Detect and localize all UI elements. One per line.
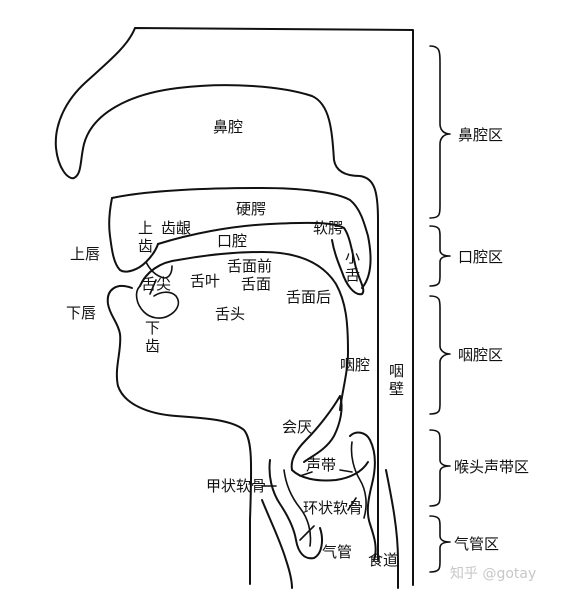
tongue-surface-outline xyxy=(139,251,349,411)
label-tongue-tip: 舌尖 xyxy=(141,275,171,293)
region-label-oral: 口腔区 xyxy=(458,248,503,266)
tongue-tip-pointer xyxy=(149,279,157,295)
palate-upper-outline xyxy=(111,187,372,289)
cricoid-pointer xyxy=(299,525,315,541)
label-uvula-2: 舌 xyxy=(345,266,360,284)
label-upper-lip: 上唇 xyxy=(70,245,100,263)
label-lower-teeth-2: 齿 xyxy=(145,337,160,355)
brace-nasal-region xyxy=(429,45,451,219)
label-oral-cavity: 口腔 xyxy=(217,232,247,250)
lower-lip-outline xyxy=(106,285,253,585)
watermark-text: 知乎 @gotay xyxy=(450,565,536,582)
brace-pharynx-region xyxy=(429,295,451,415)
label-nasal-cavity: 鼻腔 xyxy=(213,118,243,136)
region-braces xyxy=(429,45,451,573)
label-pharyngeal-wall-1: 咽 xyxy=(389,362,404,380)
vocal-cords-arrow xyxy=(339,469,353,473)
label-cricoid-cartilage: 环状软骨 xyxy=(303,499,363,517)
label-tongue-back: 舌面后 xyxy=(286,288,331,306)
region-labels: 鼻腔区 口腔区 咽腔区 喉头声带区 气管区 xyxy=(454,126,529,553)
trachea-wall-outline xyxy=(261,499,293,589)
label-epiglottis: 会厌 xyxy=(282,418,312,436)
region-label-nasal: 鼻腔区 xyxy=(458,126,503,144)
label-tongue-blade: 舌叶 xyxy=(190,272,220,290)
brace-oral-region xyxy=(429,225,451,287)
esophagus-wall-outline xyxy=(385,469,399,589)
arytenoid-outline xyxy=(349,431,377,561)
pointer-lines xyxy=(149,279,357,541)
epiglottis-outline xyxy=(290,395,343,471)
lower-teeth-outline xyxy=(135,285,180,319)
label-uvula-1: 小 xyxy=(345,248,360,266)
label-trachea: 气管 xyxy=(322,543,352,561)
label-alveolar-ridge: 齿龈 xyxy=(161,219,191,237)
label-lower-lip: 下唇 xyxy=(66,304,96,322)
label-pharynx: 咽腔 xyxy=(340,356,370,374)
label-lower-teeth-1: 下 xyxy=(145,319,160,337)
upper-teeth-outline xyxy=(145,261,173,279)
label-pharyngeal-wall-2: 壁 xyxy=(389,380,404,398)
nasal-cavity-outline xyxy=(54,27,414,586)
palate-lower-outline xyxy=(157,221,365,296)
label-hard-palate: 硬腭 xyxy=(236,200,266,218)
anatomy-labels: 鼻腔 硬腭 齿龈 上 齿 上唇 口腔 软腭 小 舌 舌尖 舌叶 舌面前 舌面 舌… xyxy=(66,118,404,569)
brace-trachea-region xyxy=(429,515,451,573)
region-label-pharynx: 咽腔区 xyxy=(458,346,503,364)
label-vocal-cords: 声带 xyxy=(306,456,336,474)
thyroid-cartilage-outline xyxy=(268,459,323,560)
vocal-cords-pointer xyxy=(299,471,313,477)
label-tongue-front-1: 舌面前 xyxy=(227,257,272,275)
cricoid-cartilage-outline xyxy=(283,469,312,547)
label-esophagus: 食道 xyxy=(368,551,398,569)
label-soft-palate: 软腭 xyxy=(313,219,343,237)
label-tongue-body: 舌头 xyxy=(215,305,245,323)
brace-larynx-region xyxy=(429,429,451,507)
region-label-trachea: 气管区 xyxy=(454,535,499,553)
label-tongue-front-2: 舌面 xyxy=(241,275,271,293)
arytenoid-inner-outline xyxy=(350,441,367,519)
upper-lip-outline xyxy=(108,197,159,273)
label-thyroid-cartilage: 甲状软骨 xyxy=(206,477,266,495)
cricoid-pointer-2 xyxy=(347,497,357,511)
label-upper-teeth-1: 上 xyxy=(138,219,153,237)
region-label-larynx: 喉头声带区 xyxy=(454,458,529,476)
label-upper-teeth-2: 齿 xyxy=(138,237,153,255)
